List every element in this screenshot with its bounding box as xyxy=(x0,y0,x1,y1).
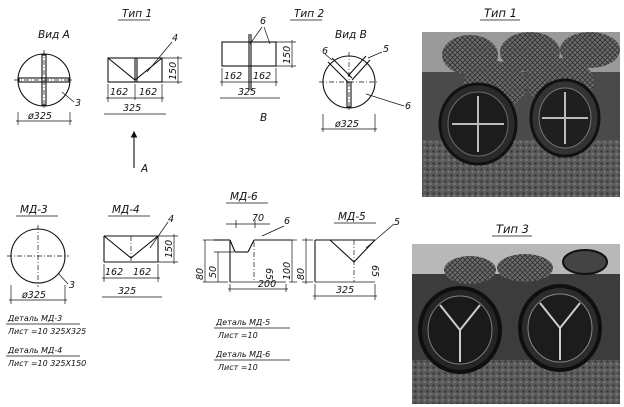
md5-note-spec: Лист =10 xyxy=(217,331,258,340)
md6-callout-6: 6 xyxy=(284,216,290,227)
md5-width: 325 xyxy=(336,285,354,296)
view-a-plate-v xyxy=(41,54,47,106)
md5-height-80: 80 xyxy=(296,268,307,280)
type1-label: Тип 1 xyxy=(122,8,152,20)
md6-height-50: 50 xyxy=(208,266,219,278)
md3-callout-3: 3 xyxy=(69,280,75,291)
md6-width: 200 xyxy=(258,279,276,290)
md5-height-65: 65 xyxy=(369,265,380,277)
view-b: Вид В 5 6 6 ø325 xyxy=(319,29,411,132)
type2-half-right: 162 xyxy=(253,71,271,82)
photo1-caption: Тип 1 xyxy=(484,6,517,20)
md4-half-right: 162 xyxy=(133,267,151,278)
md5-label: МД-5 xyxy=(338,211,366,223)
md6-height-80: 80 xyxy=(195,268,206,280)
type1-half-right: 162 xyxy=(139,87,157,98)
type1-height: 150 xyxy=(168,62,179,80)
md3-note-spec: Лист =10 325Х325 xyxy=(7,327,86,336)
view-a: Вид А 3 ø325 xyxy=(14,29,81,125)
photo3-caption: Тип 3 xyxy=(496,222,529,236)
md4-label: МД-4 xyxy=(112,204,140,216)
notes: Деталь МД-3 Лист =10 325Х325 Деталь МД-4… xyxy=(6,314,290,372)
md4-half-left: 162 xyxy=(105,267,123,278)
photo-type1: Тип 1 xyxy=(422,6,620,197)
md3-detail: МД-3 3 ø325 xyxy=(7,204,75,304)
md5-detail: МД-5 5 80 65 325 xyxy=(296,211,400,300)
md5-v-cut xyxy=(329,239,376,263)
md4-detail: МД-4 4 150 162 162 325 xyxy=(102,204,178,298)
md4-note-title: Деталь МД-4 xyxy=(7,346,62,355)
type2-callout-6: 6 xyxy=(260,16,266,27)
type2-half-left: 162 xyxy=(224,71,242,82)
md4-height: 150 xyxy=(164,240,175,258)
view-a-leader-3 xyxy=(61,91,75,103)
type1-callout-4: 4 xyxy=(172,33,178,44)
md4-callout-4: 4 xyxy=(168,214,174,225)
md6-notch-width: 70 xyxy=(252,213,264,224)
md6-detail: МД-6 70 6 80 50 65 100 200 xyxy=(195,191,297,292)
view-a-label: Вид А xyxy=(38,29,70,41)
view-b-callout-6a: 6 xyxy=(322,46,328,57)
md3-diameter: ø325 xyxy=(21,290,46,301)
type2-height: 150 xyxy=(282,46,293,64)
md6-height-65: 65 xyxy=(263,268,274,280)
type2-label: Тип 2 xyxy=(294,8,324,20)
md5-callout-5: 5 xyxy=(394,217,400,228)
view-b-diameter: ø325 xyxy=(334,119,359,130)
view-a-plate-h xyxy=(18,77,70,83)
type1-width: 325 xyxy=(123,103,141,114)
md4-width: 325 xyxy=(118,286,136,297)
md6-height-100: 100 xyxy=(282,262,293,280)
md6-label: МД-6 xyxy=(230,191,258,203)
md4-note-spec: Лист =10 325Х150 xyxy=(7,359,86,368)
type1-half-left: 162 xyxy=(110,87,128,98)
type2-elevation: Тип 2 6 150 162 162 325 В xyxy=(220,8,324,124)
arrow-b-label: В xyxy=(260,112,267,124)
md3-note-title: Деталь МД-3 xyxy=(7,314,62,323)
md6-note-title: Деталь МД-6 xyxy=(215,350,270,359)
view-a-callout-3: 3 xyxy=(75,98,81,109)
type1-leader-4 xyxy=(146,41,173,73)
photo-type3: Тип 3 xyxy=(412,222,620,404)
arrow-a-label: А xyxy=(140,163,148,175)
view-b-callout-6b: 6 xyxy=(405,101,411,112)
view-b-label: Вид В xyxy=(335,29,367,41)
view-b-leader-6 xyxy=(365,93,405,107)
md5-note-title: Деталь МД-5 xyxy=(215,318,270,327)
view-a-diameter: ø325 xyxy=(27,111,52,122)
view-b-callout-5: 5 xyxy=(383,44,389,55)
md3-label: МД-3 xyxy=(20,204,48,216)
type2-width: 325 xyxy=(238,87,256,98)
md6-note-spec: Лист =10 xyxy=(217,363,258,372)
type1-elevation: Тип 1 4 150 162 162 325 А xyxy=(104,8,182,175)
